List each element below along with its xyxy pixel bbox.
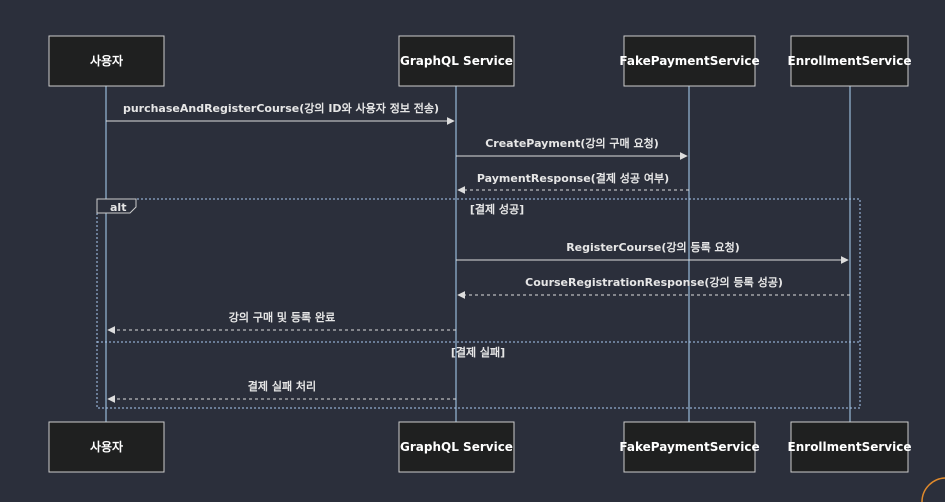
participant-enroll-top: EnrollmentService bbox=[788, 35, 912, 87]
participant-payment-bottom: FakePaymentService bbox=[619, 421, 760, 473]
messages: purchaseAndRegisterCourse(강의 ID와 사용자 정보 … bbox=[106, 101, 850, 403]
alt-keyword: alt bbox=[110, 201, 126, 214]
participant-user-top: 사용자 bbox=[48, 35, 165, 87]
participant-graphql-bottom: GraphQL Service bbox=[398, 421, 515, 473]
alt-frame bbox=[96, 198, 861, 409]
message-label-register-course: RegisterCourse(강의 등록 요청) bbox=[566, 240, 740, 254]
participant-graphql-top: GraphQL Service bbox=[398, 35, 515, 87]
message-label-create-payment: CreatePayment(강의 구매 요청) bbox=[485, 136, 659, 150]
alt-fragment: alt [결제 성공] [결제 실패] bbox=[96, 198, 861, 409]
participant-label: FakePaymentService bbox=[619, 440, 759, 454]
message-label-complete: 강의 구매 및 등록 완료 bbox=[229, 310, 335, 324]
participant-label: EnrollmentService bbox=[788, 54, 912, 68]
message-label-payment-failure: 결제 실패 처리 bbox=[248, 379, 316, 393]
participant-label: 사용자 bbox=[90, 439, 123, 454]
participant-payment-top: FakePaymentService bbox=[619, 35, 760, 87]
participants-bottom: 사용자 GraphQL Service FakePaymentService E… bbox=[48, 421, 912, 473]
message-label-purchase: purchaseAndRegisterCourse(강의 ID와 사용자 정보 … bbox=[123, 101, 439, 115]
message-label-registration-response: CourseRegistrationResponse(강의 등록 성공) bbox=[525, 275, 783, 289]
participant-label: GraphQL Service bbox=[400, 440, 513, 454]
participant-user-bottom: 사용자 bbox=[48, 421, 165, 473]
lifelines bbox=[105, 86, 851, 422]
participant-label: GraphQL Service bbox=[400, 54, 513, 68]
corner-circle-icon bbox=[921, 477, 945, 502]
alt-condition-failure: [결제 실패] bbox=[451, 345, 505, 359]
message-label-payment-response: PaymentResponse(결제 성공 여부) bbox=[477, 171, 669, 185]
participant-label: 사용자 bbox=[90, 53, 123, 68]
alt-condition-success: [결제 성공] bbox=[470, 202, 524, 216]
participant-label: EnrollmentService bbox=[788, 440, 912, 454]
participant-enroll-bottom: EnrollmentService bbox=[788, 421, 912, 473]
alt-tab bbox=[96, 198, 137, 214]
participant-label: FakePaymentService bbox=[619, 54, 759, 68]
participants-top: 사용자 GraphQL Service FakePaymentService E… bbox=[48, 35, 912, 87]
